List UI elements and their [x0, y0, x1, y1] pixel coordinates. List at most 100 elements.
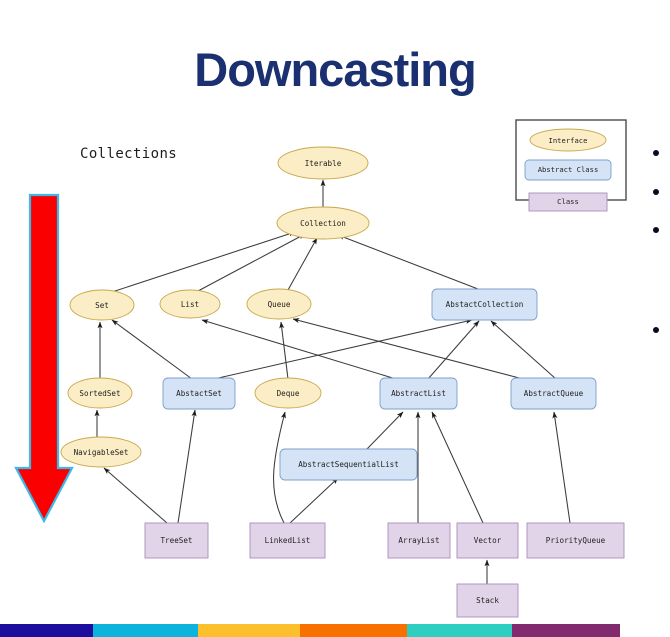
edge-linkedlist-abstractsequentiallist — [289, 477, 339, 524]
priorityqueue-label: PriorityQueue — [546, 536, 606, 545]
footer-segment-3 — [198, 624, 300, 637]
node-abstactset[interactable]: AbstactSet — [162, 377, 236, 410]
list-shape — [159, 289, 221, 319]
priorityqueue-shape — [526, 522, 625, 559]
node-queue[interactable]: Queue — [246, 288, 312, 320]
list-label: List — [181, 300, 199, 309]
edge-abstractsequentiallist-abstractlist — [365, 411, 404, 451]
edge-vector-abstractlist — [431, 411, 484, 524]
footer-segment-5 — [407, 624, 512, 637]
legend-abstract-shape — [524, 159, 612, 181]
red-arrow-shape — [14, 193, 74, 523]
footer-segment-2 — [93, 624, 198, 637]
set-shape — [69, 289, 135, 321]
node-set[interactable]: Set — [69, 289, 135, 321]
legend-item-interface: Interface — [529, 128, 607, 152]
abstractlist-label: AbstractList — [391, 389, 446, 398]
legend-abstract-label: Abstract Class — [538, 165, 599, 174]
abstactcollection-label: AbstactCollection — [446, 300, 524, 309]
node-abstactcollection[interactable]: AbstactCollection — [431, 288, 538, 321]
deque-label: Deque — [277, 389, 300, 398]
bullet-point-4 — [653, 327, 659, 333]
edge-priorityqueue-abstractqueue — [552, 411, 571, 524]
edge-abstractlist-abstactcollection — [427, 320, 480, 380]
footer-segment-1 — [0, 624, 93, 637]
queue-shape — [246, 288, 312, 320]
abstactset-shape — [162, 377, 236, 410]
node-abstractsequentiallist[interactable]: AbstractSequentialList — [279, 448, 418, 481]
edge-treeset-abstactset — [177, 409, 197, 524]
vector-shape — [456, 522, 519, 559]
abstractsequentiallist-shape — [279, 448, 418, 481]
stack-shape — [456, 583, 519, 618]
page-title: Downcasting — [194, 43, 476, 96]
set-label: Set — [95, 301, 109, 310]
edge-queue-collection — [287, 237, 318, 291]
footer-segment-7 — [620, 624, 670, 637]
node-iterable[interactable]: Iterable — [277, 146, 369, 180]
linkedlist-label: LinkedList — [265, 536, 311, 545]
node-priorityqueue[interactable]: PriorityQueue — [526, 522, 625, 559]
treeset-shape — [144, 522, 209, 559]
footer-segment-6 — [512, 624, 620, 637]
deque-shape — [254, 377, 322, 409]
navigableset-shape — [60, 436, 142, 468]
legend-interface-shape — [529, 128, 607, 152]
node-treeset[interactable]: TreeSet — [144, 522, 209, 559]
node-arraylist[interactable]: ArrayList — [387, 522, 451, 559]
node-vector[interactable]: Vector — [456, 522, 519, 559]
legend-class-shape — [528, 192, 608, 212]
legend-class-label: Class — [557, 197, 579, 206]
node-abstractlist[interactable]: AbstractList — [379, 377, 458, 410]
arraylist-label: ArrayList — [398, 536, 439, 545]
node-deque[interactable]: Deque — [254, 377, 322, 409]
iterable-label: Iterable — [305, 159, 342, 168]
abstractlist-shape — [379, 377, 458, 410]
iterable-shape — [277, 146, 369, 180]
queue-label: Queue — [268, 300, 291, 309]
abstractqueue-shape — [510, 377, 597, 410]
node-list[interactable]: List — [159, 289, 221, 319]
node-linkedlist[interactable]: LinkedList — [249, 522, 326, 559]
edge-deque-queue — [279, 321, 289, 380]
node-abstractqueue[interactable]: AbstractQueue — [510, 377, 597, 410]
stack-label: Stack — [476, 596, 499, 605]
edge-abstactset-set — [111, 319, 193, 380]
edge-abstractqueue-queue — [292, 318, 524, 380]
node-stack[interactable]: Stack — [456, 583, 519, 618]
legend-item-class: Class — [528, 192, 608, 212]
edge-linkedlist-deque — [273, 411, 286, 524]
node-sortedset[interactable]: SortedSet — [67, 377, 133, 409]
abstractsequentiallist-label: AbstractSequentialList — [298, 460, 399, 469]
node-collection[interactable]: Collection — [276, 206, 370, 240]
bullet-point-3 — [653, 227, 659, 233]
vector-label: Vector — [474, 536, 502, 545]
diagram-caption: Collections — [80, 146, 178, 162]
edge-abstactset-abstactcollection — [213, 318, 473, 380]
bullet-point-2 — [653, 189, 659, 195]
diagram-legend: Interface Abstract Class Class — [515, 119, 627, 212]
abstactset-label: AbstactSet — [176, 389, 222, 398]
abstractqueue-label: AbstractQueue — [524, 389, 584, 398]
footer-segment-4 — [300, 624, 407, 637]
linkedlist-shape — [249, 522, 326, 559]
sortedset-label: SortedSet — [79, 389, 120, 398]
collection-label: Collection — [300, 219, 346, 228]
sortedset-shape — [67, 377, 133, 409]
collection-shape — [276, 206, 370, 240]
footer-color-bar — [0, 624, 670, 637]
abstactcollection-shape — [431, 288, 538, 321]
diagram-edges — [94, 179, 571, 584]
red-down-arrow — [14, 193, 74, 523]
legend-interface-label: Interface — [549, 136, 588, 145]
node-navigableset[interactable]: NavigableSet — [60, 436, 142, 468]
edge-treeset-navigableset — [103, 467, 168, 524]
navigableset-label: NavigableSet — [74, 448, 129, 457]
edge-list-collection — [197, 233, 306, 292]
edge-abstactcollection-collection — [337, 234, 479, 290]
edge-abstractlist-list — [201, 319, 397, 380]
legend-item-abstract-class: Abstract Class — [524, 159, 612, 181]
bullet-point-1 — [653, 150, 659, 156]
